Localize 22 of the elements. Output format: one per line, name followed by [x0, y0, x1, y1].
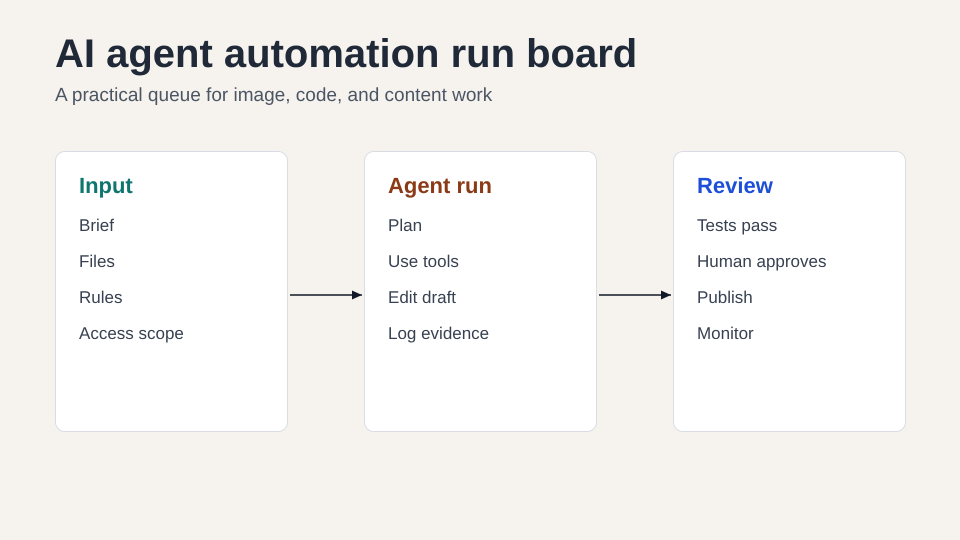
list-item: Brief — [79, 215, 115, 237]
list-item: Publish — [697, 287, 754, 309]
list-item: Use tools — [388, 251, 460, 273]
list-item: Edit draft — [388, 287, 458, 309]
card-heading: Input — [79, 172, 134, 200]
stage-card — [673, 151, 906, 432]
stage-card — [55, 151, 288, 432]
list-item: Tests pass — [697, 215, 778, 237]
stage-card — [364, 151, 597, 432]
list-item: Plan — [388, 215, 424, 237]
list-item: Log evidence — [388, 323, 490, 345]
card-heading: Review — [697, 172, 774, 200]
subtitle: A practical queue for image, code, and content work — [55, 84, 492, 108]
arrow — [599, 290, 671, 300]
list-item: Rules — [79, 287, 124, 309]
list-item: Files — [79, 251, 116, 273]
title: AI agent automation run board — [55, 31, 638, 78]
arrow — [290, 290, 362, 300]
card-heading: Agent run — [388, 172, 493, 200]
list-item: Monitor — [697, 323, 755, 345]
list-item: Access scope — [79, 323, 185, 345]
list-item: Human approves — [697, 251, 828, 273]
